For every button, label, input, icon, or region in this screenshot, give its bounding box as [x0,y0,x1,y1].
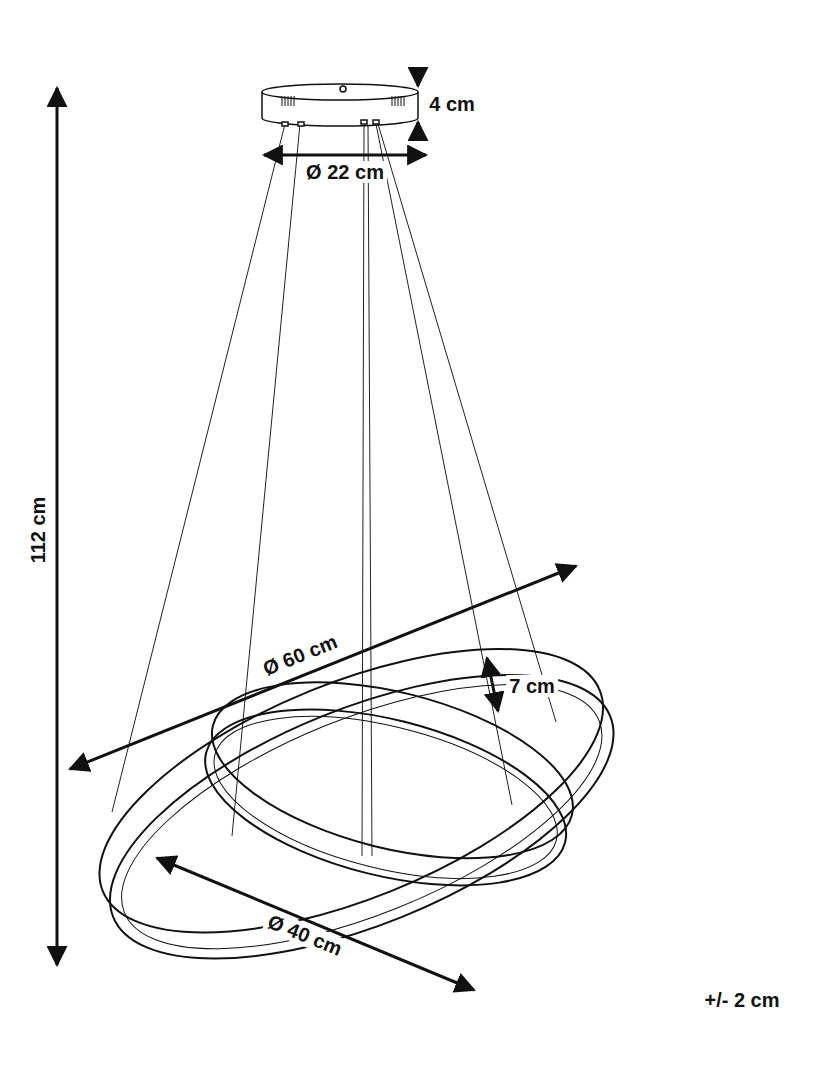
dimension-label: Ø 22 cm [303,161,387,183]
dimension-lines [57,68,576,990]
ceiling-canopy [262,84,418,126]
dimension-label: Ø 60 cm [257,629,343,681]
dimension-label: 7 cm [506,675,558,697]
dimension-label: 4 cm [426,93,478,115]
inner-ring [187,650,591,918]
dimension-label: 112 cm [27,494,49,567]
dimension-label: +/- 2 cm [701,989,782,1011]
suspension-wires [112,124,556,856]
